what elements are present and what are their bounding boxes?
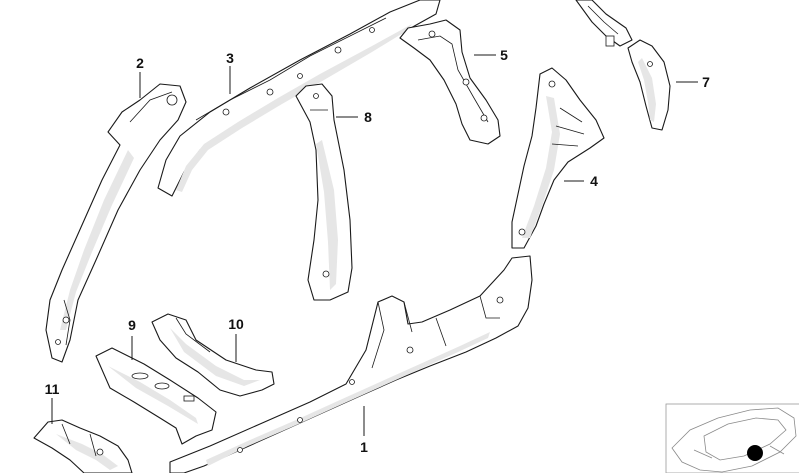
callout-3: 3 xyxy=(226,50,234,66)
leader-lines xyxy=(51,54,698,436)
part-5-b-pillar-bracket[interactable] xyxy=(399,19,501,145)
part-top-right-connector[interactable] xyxy=(575,0,633,47)
callout-5: 5 xyxy=(500,47,508,63)
part-4-c-pillar[interactable] xyxy=(511,67,605,249)
part-9-floor-bracket[interactable] xyxy=(95,347,217,445)
callout-8: 8 xyxy=(364,109,372,125)
callout-4: 4 xyxy=(590,173,598,189)
part-1-side-sill[interactable] xyxy=(169,255,533,473)
callout-11: 11 xyxy=(45,381,60,397)
callout-10: 10 xyxy=(228,316,244,332)
callout-2: 2 xyxy=(136,55,144,71)
part-11-lower-bracket[interactable] xyxy=(33,419,133,473)
part-8-b-pillar[interactable] xyxy=(295,83,353,301)
callout-labels: 1 2 3 4 5 7 8 9 10 11 xyxy=(45,47,711,455)
car-location-icon xyxy=(665,403,799,473)
part-2-a-pillar[interactable] xyxy=(45,83,187,363)
part-7-rear-reinforcement[interactable] xyxy=(627,39,671,131)
callout-1: 1 xyxy=(360,439,368,455)
callout-7: 7 xyxy=(702,74,710,90)
part-3-roof-rail[interactable] xyxy=(157,0,441,197)
callout-9: 9 xyxy=(128,317,136,333)
part-10-cross-member[interactable] xyxy=(151,313,275,397)
inset-location-marker xyxy=(747,445,763,461)
